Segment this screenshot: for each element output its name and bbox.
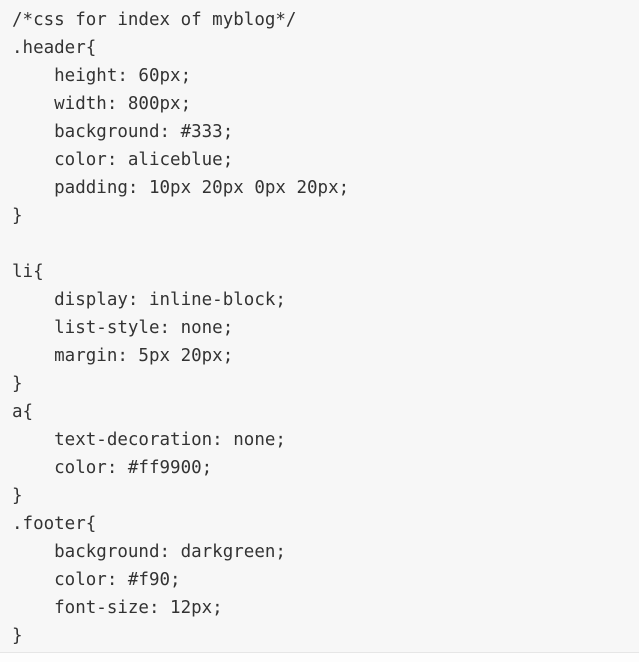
code-line-comment: /*css for index of myblog*/	[12, 10, 297, 30]
code-line-a-selector: a{	[12, 402, 34, 422]
code-line-a-close-brace: }	[12, 486, 23, 506]
code-line-a-text-decoration: text-decoration: none;	[12, 430, 286, 450]
code-line-footer-color: color: #f90;	[12, 570, 181, 590]
code-line-li-selector: li{	[12, 262, 44, 282]
code-line-footer-font-size: font-size: 12px;	[12, 598, 223, 618]
code-line-footer-selector: .footer{	[12, 514, 97, 534]
code-line-li-close-brace: }	[12, 374, 23, 394]
code-line-header-close-brace: }	[12, 206, 23, 226]
code-line-header-height: height: 60px;	[12, 66, 192, 86]
code-line-header-selector: .header{	[12, 38, 97, 58]
page-background-strip	[0, 653, 639, 661]
code-line-header-background: background: #333;	[12, 122, 234, 142]
code-line-footer-background: background: darkgreen;	[12, 542, 286, 562]
code-line-li-display: display: inline-block;	[12, 290, 286, 310]
code-line-footer-close-brace: }	[12, 626, 23, 646]
code-line-header-color: color: aliceblue;	[12, 150, 234, 170]
code-line-header-padding: padding: 10px 20px 0px 20px;	[12, 178, 350, 198]
code-line-li-margin: margin: 5px 20px;	[12, 346, 234, 366]
code-line-li-list-style: list-style: none;	[12, 318, 234, 338]
code-line-a-color: color: #ff9900;	[12, 458, 213, 478]
code-line-header-width: width: 800px;	[12, 94, 192, 114]
code-line-blank	[12, 230, 629, 258]
